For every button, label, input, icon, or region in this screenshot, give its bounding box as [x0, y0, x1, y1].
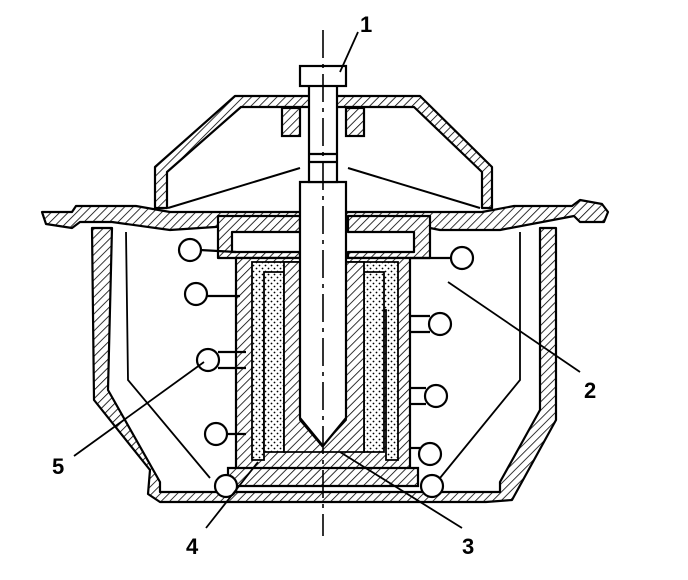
callout-3: 3	[462, 534, 474, 559]
leader-line-2	[447, 281, 581, 373]
upper-dome-frame	[153, 94, 494, 210]
leader-line-5	[73, 361, 205, 457]
callout-2: 2	[584, 378, 596, 403]
leader-line-4	[205, 461, 259, 529]
callout-5: 5	[52, 454, 64, 479]
leader-line-3	[339, 451, 463, 529]
leader-lines	[73, 31, 581, 529]
cup-inner-sleeve	[125, 231, 521, 479]
leader-line-1	[339, 31, 359, 73]
lower-cup-housing	[90, 226, 558, 504]
callout-4: 4	[186, 534, 199, 559]
guide-boss	[280, 106, 366, 138]
spring-left	[177, 237, 246, 499]
callout-labels: 1 2 3 4 5	[52, 12, 596, 559]
callout-1: 1	[360, 12, 372, 37]
frame-arms	[167, 167, 481, 209]
spring-right	[410, 245, 475, 499]
